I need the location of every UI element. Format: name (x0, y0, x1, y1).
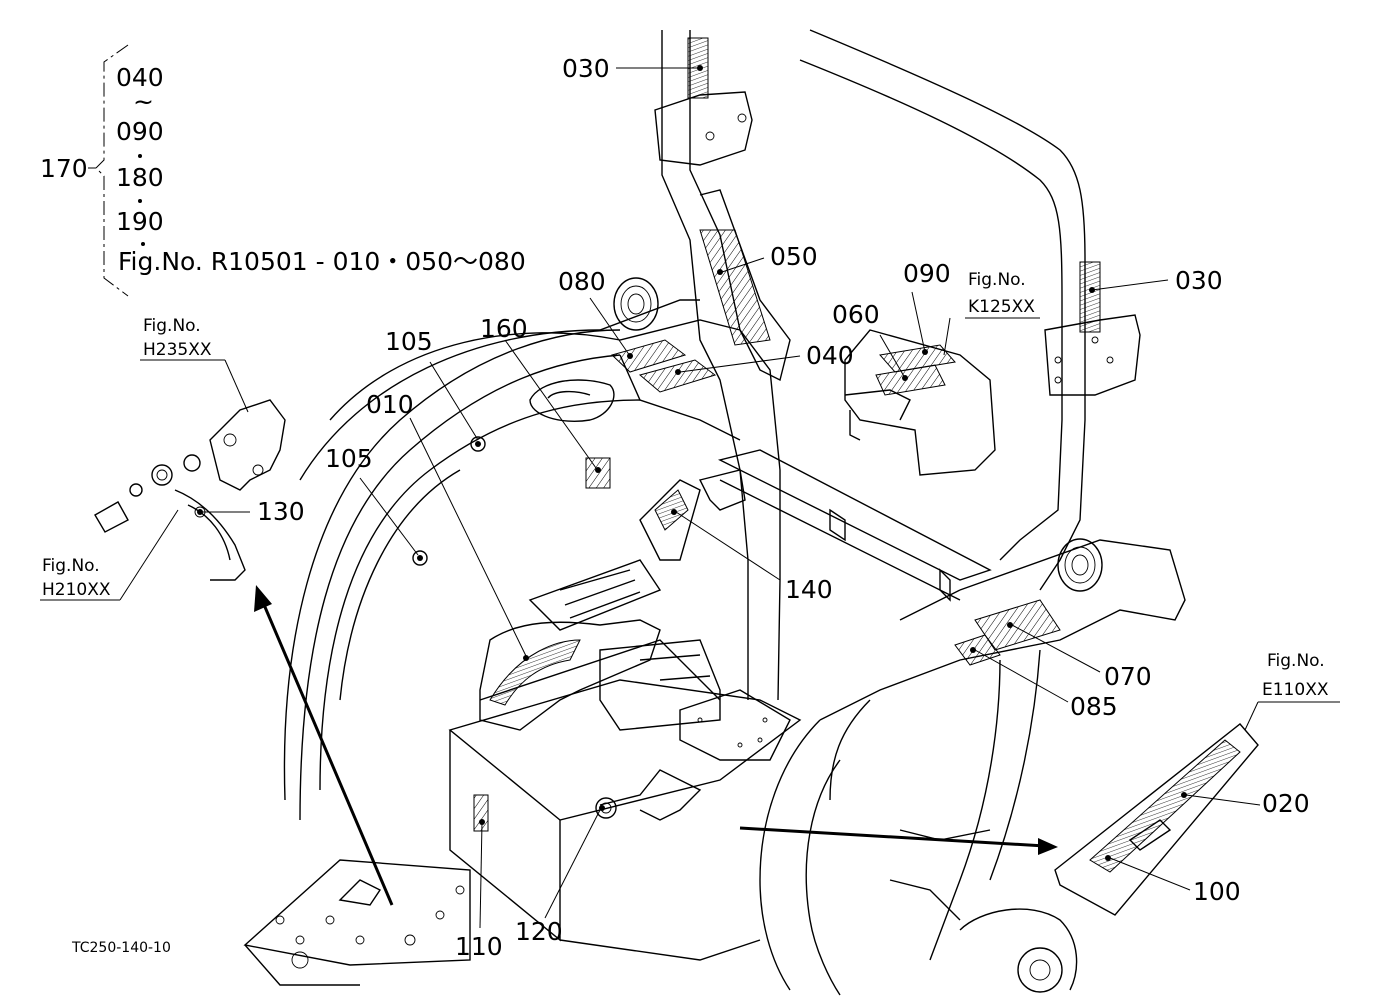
group-reference: Fig.No. R10501 - 010・050～080 (118, 247, 526, 276)
fig-ref-h235-code: H235XX (143, 340, 212, 360)
decals (194, 37, 1259, 916)
fig-ref-e110-code: E110XX (1262, 680, 1329, 700)
callout-085: 085 (1070, 692, 1118, 721)
group-item-tilde: ~ (133, 87, 154, 116)
arrows (254, 585, 1058, 906)
fig-ref-h210-title: Fig.No. (42, 556, 100, 576)
decal-080 (611, 339, 687, 373)
fastener-105-upper (470, 436, 486, 452)
decal-050 (699, 229, 771, 346)
decal-110 (473, 794, 489, 832)
callout-040: 040 (806, 341, 854, 370)
callout-050: 050 (770, 242, 818, 271)
decal-030-right (1079, 261, 1101, 333)
decal-060 (875, 364, 946, 396)
arrow-to-step (1038, 838, 1058, 855)
callout-070: 070 (1104, 662, 1152, 691)
callout-010: 010 (366, 390, 414, 419)
decal-090 (879, 344, 956, 373)
decal-140 (654, 489, 689, 531)
machine-linework (94, 29, 1186, 996)
callout-105-lower: 105 (325, 444, 373, 473)
group-item-190: 190 (116, 207, 164, 236)
fig-ref-h235-title: Fig.No. (143, 316, 201, 336)
callout-020: 020 (1262, 789, 1310, 818)
callouts: 030 030 050 080 040 090 060 105 105 160 … (257, 54, 1310, 961)
group-item-180: 180 (116, 163, 164, 192)
leaders (40, 65, 1340, 929)
decal-040 (638, 359, 717, 393)
fig-ref-k125-code: K125XX (968, 297, 1035, 317)
callout-120: 120 (515, 917, 563, 946)
callout-100: 100 (1193, 877, 1241, 906)
callout-110: 110 (455, 932, 503, 961)
figure-references: Fig.No. H235XX Fig.No. H210XX Fig.No. K1… (42, 270, 1329, 700)
fig-ref-k125-title: Fig.No. (968, 270, 1026, 290)
step-plate (1054, 723, 1259, 916)
fig-ref-h210-code: H210XX (42, 580, 111, 600)
callout-080: 080 (558, 267, 606, 296)
callout-140: 140 (785, 575, 833, 604)
callout-160: 160 (480, 314, 528, 343)
decal-010 (489, 639, 581, 706)
fastener-105-lower (412, 550, 428, 566)
group-item-090: 090 (116, 117, 164, 146)
callout-105-upper: 105 (385, 327, 433, 356)
bracket-group: 170 040 ~ 090 180 190 Fig.No. R10501 - 0… (40, 44, 526, 297)
group-item-040: 040 (116, 63, 164, 92)
group-number: 170 (40, 154, 88, 183)
callout-030-right: 030 (1175, 266, 1223, 295)
drawing-id: TC250-140-10 (71, 940, 171, 956)
arrow-to-valve (260, 599, 394, 906)
callout-060: 060 (832, 300, 880, 329)
fig-ref-e110-title: Fig.No. (1267, 651, 1325, 671)
callout-130: 130 (257, 497, 305, 526)
callout-090: 090 (903, 259, 951, 288)
callout-030-top: 030 (562, 54, 610, 83)
